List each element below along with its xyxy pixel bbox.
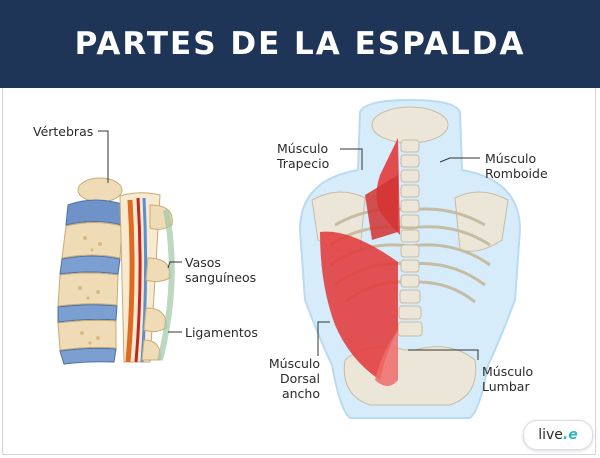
leader-dorsal bbox=[317, 321, 330, 356]
page-title: PARTES DE LA ESPALDA bbox=[74, 26, 526, 62]
leader-trapecio bbox=[340, 148, 363, 170]
label-vasos-sanguineos: Vasos sanguíneos bbox=[185, 255, 257, 285]
label-musculo-dorsal-ancho: Músculo Dorsal ancho bbox=[268, 356, 320, 401]
label-ligamentos: Ligamentos bbox=[185, 325, 258, 340]
label-musculo-romboide: Músculo Romboide bbox=[485, 151, 548, 181]
leader-vasos bbox=[167, 261, 182, 269]
content-frame bbox=[2, 88, 596, 455]
spine-section-illustration bbox=[57, 177, 175, 365]
label-musculo-trapecio: Músculo Trapecio bbox=[277, 141, 330, 171]
leader-lumbar bbox=[408, 349, 479, 360]
brand-logo: live.e bbox=[523, 420, 593, 450]
header-bar: PARTES DE LA ESPALDA bbox=[0, 0, 600, 88]
back-illustration bbox=[298, 98, 522, 419]
leader-romboide bbox=[439, 157, 480, 163]
leader-vertebras bbox=[98, 130, 109, 183]
label-musculo-lumbar: Músculo Lumbar bbox=[482, 364, 534, 394]
label-vertebras: Vértebras bbox=[33, 124, 94, 139]
